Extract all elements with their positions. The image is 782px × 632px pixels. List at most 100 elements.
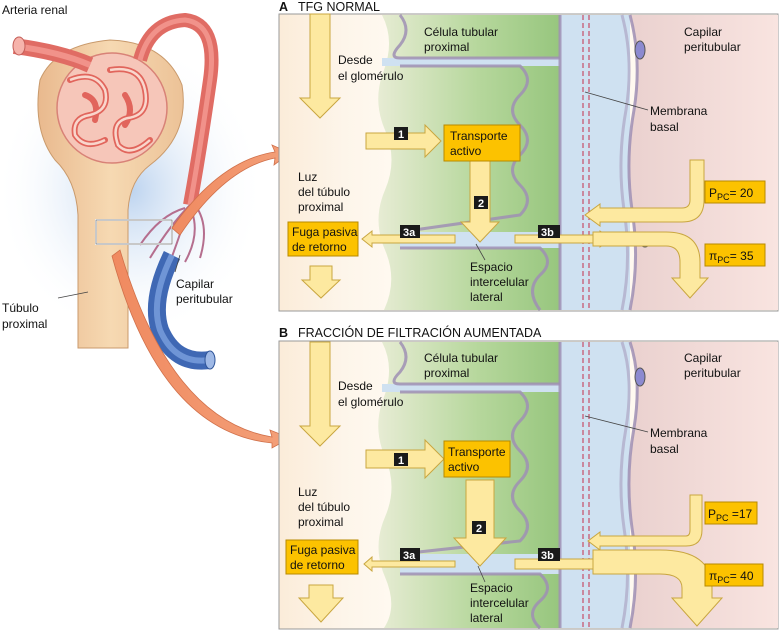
vein-opening	[204, 350, 216, 370]
panel-a-badge-3a	[400, 225, 420, 238]
panel-b-membrane-1: Membrana	[650, 426, 708, 440]
panel-a-membranes	[392, 14, 639, 311]
panel-a-badge-1-label: 1	[398, 129, 404, 141]
panel-a-arrow-1	[365, 123, 442, 159]
panel-b-arrow-from-glomerulus	[298, 341, 342, 447]
panel-b-badge-1-label: 1	[398, 455, 404, 467]
peritubular-capillary-label-1: Capilar	[176, 277, 214, 291]
panel-b-cell-2: proximal	[424, 366, 469, 380]
panel-b-membranes	[392, 341, 639, 630]
panel-a-cell-1: Célula tubular	[424, 25, 498, 39]
panel-b-letter: B	[279, 326, 288, 340]
panel-a-pipc-box	[704, 243, 766, 267]
panel-b-lumen-1: Luz	[298, 485, 317, 499]
panel-b-passive-leak-box	[285, 539, 359, 575]
panel-b-lumen-2: del túbulo	[298, 500, 350, 514]
panel-a-passive-leak-box	[287, 221, 359, 257]
panel-a-space-2: intercelular	[470, 275, 529, 289]
panel-b-active-transport-line-1: Transporte	[448, 445, 506, 459]
panel-a-ppc-box	[704, 180, 766, 204]
panel-a-letter: A	[279, 0, 288, 14]
panel-b-space-1: Espacio	[470, 581, 513, 595]
glomerular-capillaries-highlight	[69, 67, 151, 152]
panel-b-badge-2-label: 2	[476, 523, 482, 535]
panel-a-title: TFG NORMAL	[298, 0, 380, 14]
panel-a-active-transport-box	[443, 124, 521, 162]
panel-b-membrane-2: basal	[650, 442, 679, 456]
panel-a-interstitium	[560, 15, 630, 310]
panel-a-lumen-1: Luz	[298, 170, 317, 184]
panel-a-badge-2	[474, 196, 488, 209]
panel-b-badge-1	[394, 453, 408, 466]
panel-a-intercellular-space-top	[382, 58, 560, 66]
panel-a-badge-3b-label: 3b	[541, 227, 554, 239]
zoom-region-outline	[95, 219, 173, 245]
panel-b-arrow-oncotic	[592, 549, 724, 627]
panel-a-from-glomerulus-1: Desde	[338, 53, 373, 67]
panel-a-capillary-1: Capilar	[684, 25, 722, 39]
panel-b-interstitium	[560, 342, 630, 628]
panel-a-passive-leak-line-1: Fuga pasiva	[292, 225, 358, 239]
panel-b-arrow-down-lumen	[297, 584, 345, 623]
panel-b-badge-3b-label: 3b	[541, 550, 554, 562]
panel-b-active-transport-box	[443, 440, 511, 478]
panel-a-ppc: PPC= 20	[709, 186, 754, 202]
panel-b-active-transport-line-2: activo	[448, 460, 480, 474]
panel-a-arrow-from-glomerulus	[298, 13, 342, 119]
panel-b-passive-leak-line-2: de retorno	[290, 558, 345, 572]
panel-a-arrow-oncotic	[592, 231, 710, 299]
peritubular-vein-highlight	[153, 253, 211, 364]
panel-b-endothelial-nucleus	[634, 367, 646, 387]
panel-a-space-leader	[475, 243, 486, 261]
panel-a-active-transport-line-1: Transporte	[450, 129, 508, 143]
panel-b-arrow-hydrostatic	[587, 494, 703, 551]
panel-b-arrow-3a	[363, 555, 456, 573]
nephron-illustration	[0, 12, 291, 449]
renal-artery-opening	[12, 36, 26, 56]
panel-b-badge-2	[472, 521, 486, 534]
panel-b-space-leader	[477, 565, 486, 583]
panel-a-membrane-leader	[584, 91, 649, 111]
panel-b-from-glomerulus-1: Desde	[338, 379, 373, 393]
proximal-tubule-label-1: Túbulo	[2, 301, 39, 315]
panel-a-space-3: lateral	[470, 290, 503, 304]
panel-b-space-2: intercelular	[470, 596, 529, 610]
panel-b-ppc: PPC =17	[708, 507, 753, 523]
panel-b-capillary-1: Capilar	[684, 351, 722, 365]
tubule-leader	[57, 291, 89, 299]
panel-a-cell-2: proximal	[424, 40, 469, 54]
panel-b-badge-3a	[400, 548, 420, 561]
panel-a-badge-3b	[538, 225, 560, 238]
panel-a-badge-3a-label: 3a	[403, 227, 416, 239]
panel-b-pipc-box	[704, 563, 764, 587]
panel-a-badge-1	[394, 127, 408, 140]
panel-b-intercellular-space-top	[382, 384, 560, 392]
panel-a-badge-2-label: 2	[478, 198, 484, 210]
panel-a-from-glomerulus-2: el glomérulo	[338, 69, 404, 83]
panel-a-capillary-2: peritubular	[684, 40, 741, 54]
panel-b: Transporte activo Fuga pasiva de retorno…	[278, 340, 779, 630]
panel-a-membrane-1: Membrana	[650, 104, 708, 118]
panel-a-arrow-3a	[361, 229, 456, 249]
panel-a-endothelial-nucleus	[634, 40, 646, 60]
renal-artery-label: Arteria renal	[2, 3, 67, 17]
peritubular-capillary-label-2: peritubular	[176, 292, 233, 306]
capillary-leader	[174, 254, 181, 273]
panel-b-from-glomerulus-2: el glomérulo	[338, 395, 404, 409]
panel-a-arrow-hydrostatic	[584, 159, 705, 227]
panel-b-badge-3a-label: 3a	[403, 550, 416, 562]
panel-b-space-3: lateral	[470, 611, 503, 625]
panel-a: Transporte activo Fuga pasiva de retorno…	[278, 13, 779, 312]
panel-a-active-transport-line-2: activo	[450, 144, 482, 158]
panel-b-ppc-box	[704, 501, 758, 525]
panel-b-title: FRACCIÓN DE FILTRACIÓN AUMENTADA	[298, 325, 542, 340]
panel-b-cell-1: Célula tubular	[424, 351, 498, 365]
proximal-tubule-label-2: proximal	[2, 317, 47, 331]
panel-a-lumen-2: del túbulo	[298, 185, 350, 199]
panel-a-lumen-3: proximal	[298, 200, 343, 214]
efferent-arteriole-highlight	[137, 17, 215, 206]
panel-a-space-1: Espacio	[470, 260, 513, 274]
panel-b-capillary-2: peritubular	[684, 366, 741, 380]
panel-b-passive-leak-line-1: Fuga pasiva	[290, 543, 356, 557]
